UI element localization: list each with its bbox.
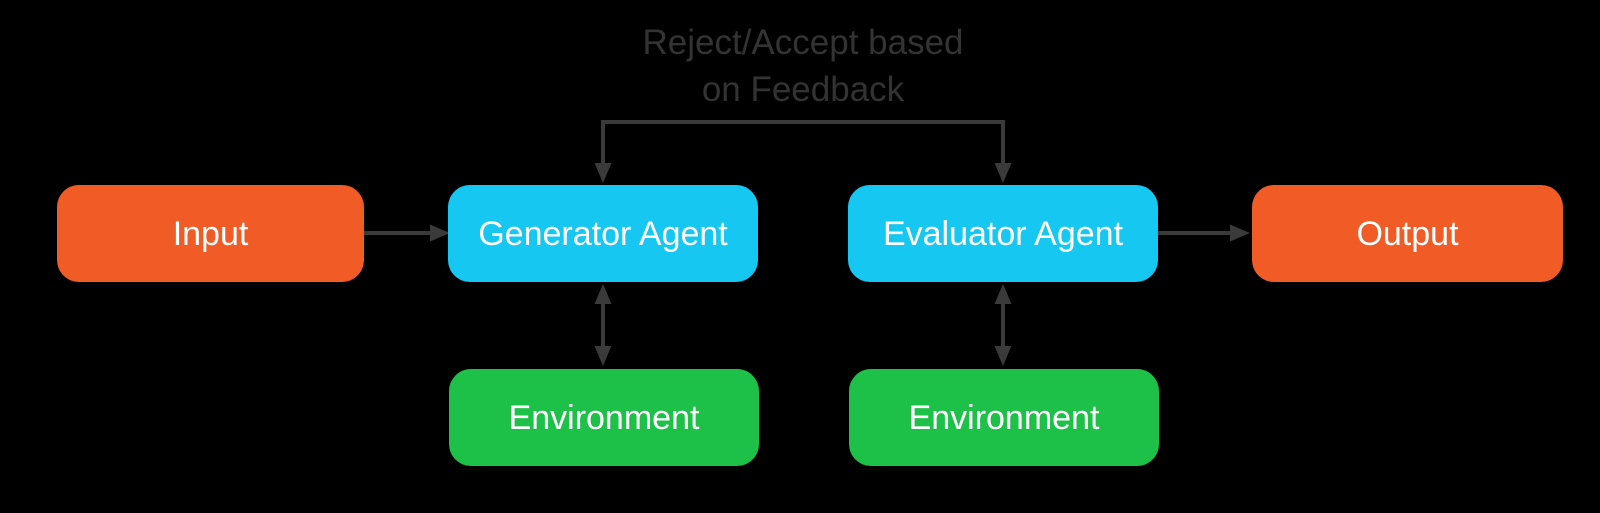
edge-feedback-bracket xyxy=(594,120,1012,183)
environment-evaluator-node: Environment xyxy=(849,369,1159,466)
feedback-label: Reject/Accept based on Feedback xyxy=(553,19,1053,113)
environment-generator-node-label: Environment xyxy=(508,398,700,437)
input-node: Input xyxy=(57,185,364,282)
generator-agent-node: Generator Agent xyxy=(448,185,758,282)
arrow-down-icon xyxy=(594,163,612,183)
output-node: Output xyxy=(1252,185,1563,282)
edge-generator-environment xyxy=(594,284,612,366)
edge-feedback-bracket-line xyxy=(601,120,1005,166)
edge-input-to-generator xyxy=(364,224,450,242)
arrow-up-icon xyxy=(594,284,612,304)
evaluator-agent-node: Evaluator Agent xyxy=(848,185,1158,282)
edge-evaluator-to-output xyxy=(1158,224,1250,242)
output-node-label: Output xyxy=(1356,214,1459,253)
feedback-label-line1: Reject/Accept based xyxy=(642,23,964,62)
arrow-down-icon xyxy=(594,346,612,366)
generator-agent-node-label: Generator Agent xyxy=(478,214,728,253)
arrow-right-icon xyxy=(430,224,450,242)
arrow-right-icon xyxy=(1230,224,1250,242)
arrow-down-icon xyxy=(994,346,1012,366)
input-node-label: Input xyxy=(172,214,249,253)
environment-evaluator-node-label: Environment xyxy=(908,398,1100,437)
arrow-up-icon xyxy=(994,284,1012,304)
evaluator-agent-node-label: Evaluator Agent xyxy=(882,214,1124,253)
environment-generator-node: Environment xyxy=(449,369,759,466)
feedback-label-line2: on Feedback xyxy=(701,70,905,109)
arrow-down-icon xyxy=(994,163,1012,183)
edge-evaluator-environment xyxy=(994,284,1012,366)
